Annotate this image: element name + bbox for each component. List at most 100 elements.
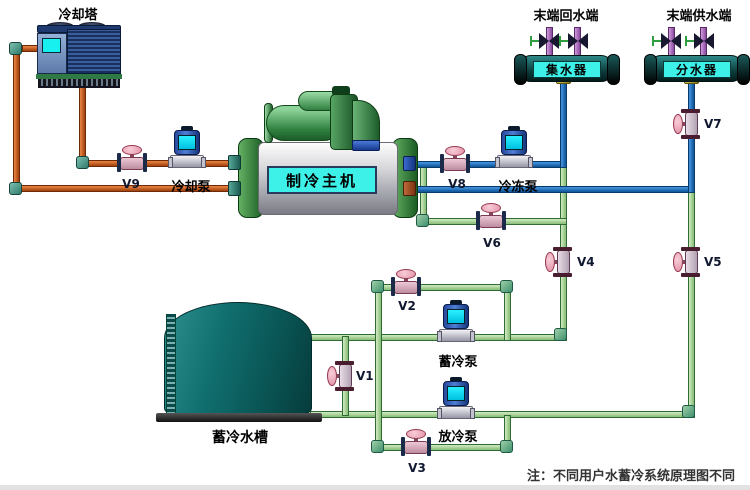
bottom-edge	[0, 485, 750, 490]
pipe-tank-lower	[310, 411, 695, 418]
tower-window	[42, 38, 61, 53]
pump-cap	[508, 126, 520, 131]
pump-window	[178, 135, 196, 150]
pump-flange	[470, 331, 475, 342]
pipe-condenser-left-vertical	[13, 45, 20, 191]
terminal-valve-icon	[559, 33, 589, 50]
pump-cap	[450, 300, 462, 305]
valve-v7	[673, 106, 707, 142]
valve-label-v7: V7	[704, 117, 722, 131]
pump-base	[170, 155, 204, 168]
tank-base	[156, 413, 322, 422]
valve-label-v6: V6	[483, 236, 501, 250]
pump-flange	[201, 157, 206, 168]
valve-v8	[437, 146, 473, 180]
pump-flange	[528, 157, 533, 168]
valve-label-v1: V1	[356, 369, 374, 383]
valve-body	[557, 250, 570, 274]
pipe-storage-vertical-b	[688, 192, 695, 416]
valve-label-v5: V5	[704, 255, 722, 269]
pump-window	[447, 309, 465, 324]
pump-flange	[168, 157, 173, 168]
pipe-condenser-supply-top	[82, 160, 230, 167]
terminal-supply-label: 末端供水端	[666, 9, 732, 24]
compressor-cap	[332, 86, 350, 96]
chilled-pump-label: 冷冻泵	[498, 180, 538, 195]
storage-tank-label: 蓄冷水槽	[212, 430, 268, 446]
tower-frame	[36, 74, 122, 79]
pump-window	[505, 135, 523, 150]
valve-v4	[545, 244, 579, 280]
pipe-collector-drop	[560, 82, 567, 168]
valve-body	[479, 215, 503, 228]
pipe-elbow-fitting	[682, 405, 695, 418]
chiller-port	[403, 181, 416, 196]
terminal-valve-icon	[530, 33, 560, 50]
terminal-valve-icon	[685, 33, 715, 50]
compressor-cylinder	[266, 105, 342, 141]
header-end-cap	[737, 54, 750, 85]
cooling-tower-label: 冷却塔	[58, 8, 98, 23]
pipe-elbow-fitting	[9, 42, 22, 55]
chiller-port	[228, 181, 241, 196]
valve-v3	[398, 429, 434, 463]
chilled-pump	[495, 126, 533, 170]
storage-tank	[164, 302, 312, 414]
valve-label-v9: V9	[122, 177, 140, 191]
pump-cap	[450, 377, 462, 382]
discharge-pump-label: 放冷泵	[438, 430, 478, 445]
pipe-condenser-tower-riser	[79, 80, 86, 164]
cooling-pump	[168, 126, 206, 170]
header-end-cap	[644, 54, 657, 85]
pipe-elbow-fitting	[554, 328, 567, 341]
chiller-port	[228, 155, 241, 170]
pipe-elbow-fitting	[76, 156, 89, 169]
valve-label-v2: V2	[398, 299, 416, 313]
valve-label-v4: V4	[577, 255, 595, 269]
pump-flange	[437, 408, 442, 419]
pump-flange	[495, 157, 500, 168]
terminal-return-label: 末端回水端	[533, 9, 599, 24]
distributor-nameplate: 分水器	[663, 61, 731, 78]
collector-nameplate: 集水器	[533, 61, 601, 78]
compressor-blue-collar	[352, 140, 380, 151]
valve-label-v8: V8	[448, 177, 466, 191]
pump-window	[447, 386, 465, 401]
pump-flange	[470, 408, 475, 419]
storage-pump-label: 蓄冷泵	[438, 355, 478, 370]
pipe-v2-left-riser	[375, 289, 382, 449]
pipe-elbow-fitting	[371, 440, 384, 453]
pipe-elbow-fitting	[371, 280, 384, 293]
chiller-port	[403, 156, 416, 171]
pipe-elbow-fitting	[500, 440, 513, 453]
cooling-tower	[34, 22, 124, 88]
pump-base	[439, 329, 473, 342]
valve-body	[443, 158, 467, 171]
valve-body	[685, 250, 698, 274]
valve-body	[120, 157, 144, 170]
discharge-pump	[437, 377, 475, 421]
pipe-v2-right-riser	[504, 289, 511, 341]
tower-slats	[38, 79, 120, 88]
valve-v6	[473, 203, 509, 237]
terminal-valve-icon	[652, 33, 682, 50]
tower-louvers	[67, 29, 121, 74]
chiller-nameplate: 制冷主机	[267, 166, 377, 194]
tank-ladder	[166, 314, 176, 414]
valve-body	[685, 112, 698, 136]
pipe-elbow-fitting	[9, 182, 22, 195]
valve-v9	[114, 145, 150, 179]
pump-cap	[181, 126, 193, 131]
pipe-elbow-fitting	[500, 280, 513, 293]
pipe-chilled-return-top	[412, 161, 567, 168]
header-end-cap	[514, 54, 527, 85]
header-end-cap	[607, 54, 620, 85]
pipe-elbow-fitting	[416, 214, 429, 227]
collector-header: 集水器	[514, 54, 620, 85]
valve-v2	[388, 269, 424, 303]
distributor-header: 分水器	[644, 54, 750, 85]
valve-v5	[673, 244, 707, 280]
valve-body	[394, 281, 418, 294]
cooling-pump-label: 冷却泵	[171, 180, 211, 195]
